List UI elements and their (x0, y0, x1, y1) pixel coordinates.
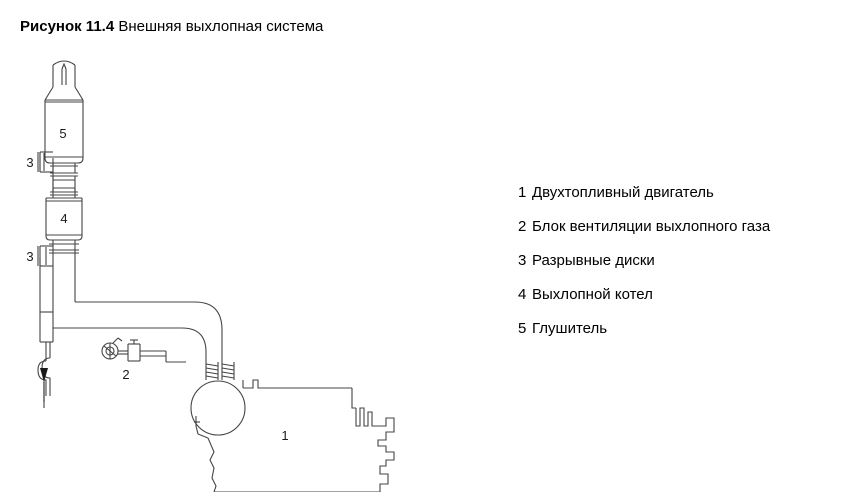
vertical-riser-duct (52, 253, 76, 312)
legend-label-5: Глушитель (532, 320, 608, 337)
legend-number-5: 5 (518, 320, 527, 337)
dual-fuel-engine-outline (195, 379, 395, 492)
figure-number: Рисунок 11.4 (20, 18, 115, 35)
legend-item-2: 2 Блок вентиляции выхлопного газа (518, 217, 848, 236)
legend-list: 1 Двухтопливный двигатель 2 Блок вентиляци… (518, 183, 848, 353)
figure-title: Внешняя выхлопная система (114, 18, 324, 35)
silencer-top-cone (44, 86, 84, 101)
legend-label-2: Блок вентиляции выхлопного газа (532, 218, 771, 235)
riser-lower-walls (39, 312, 54, 343)
bellows-joint-left-icon (205, 362, 219, 380)
callout-1-dual-fuel-engine: 1 (281, 428, 288, 443)
legend-item-5: 5 Глушитель (518, 319, 848, 338)
callout-4-exhaust-boiler: 4 (60, 211, 67, 226)
legend-label-3: Разрывные диски (532, 252, 655, 269)
drain-arrow-head-icon (40, 368, 48, 382)
legend-item-3: 3 Разрывные диски (518, 251, 848, 270)
figure-caption: Рисунок 11.4 Внешняя выхлопная система (20, 17, 323, 37)
main-duct-lower (39, 258, 207, 362)
pipe-silencer-to-disc (52, 176, 76, 192)
legend-number-2: 2 (518, 218, 527, 235)
callout-3-rupture-disc-upper: 3 (26, 155, 33, 170)
rupture-disc-upper-icon (37, 151, 54, 192)
boiler-bottom-flange (49, 240, 79, 254)
callout-3-rupture-disc-lower: 3 (26, 249, 33, 264)
legend-number-4: 4 (518, 286, 527, 303)
callout-2-ventilation-unit: 2 (122, 367, 129, 382)
silencer-body (44, 100, 84, 164)
exhaust-system-diagram: 5 3 4 3 2 1 (26, 60, 395, 492)
legend-item-4: 4 Выхлопной котел (518, 285, 848, 304)
callout-5-silencer: 5 (59, 126, 66, 141)
main-duct-upper (75, 301, 223, 362)
legend-number-3: 3 (518, 252, 527, 269)
bellows-joint-right-icon (221, 362, 235, 380)
legend-item-1: 1 Двухтопливный двигатель (518, 183, 848, 202)
boiler-top-flange (50, 188, 78, 198)
legend-number-1: 1 (518, 184, 527, 201)
legend-label-1: Двухтопливный двигатель (532, 184, 714, 201)
ventilation-unit-icon (101, 337, 186, 363)
silencer-bottom-flange (50, 163, 78, 177)
turbocharger-icon (190, 380, 246, 436)
outlet-stack-icon (52, 60, 76, 87)
tee-body-upper (53, 179, 75, 189)
legend-label-4: Выхлопной котел (532, 286, 653, 303)
exhaust-boiler-body (45, 197, 83, 241)
